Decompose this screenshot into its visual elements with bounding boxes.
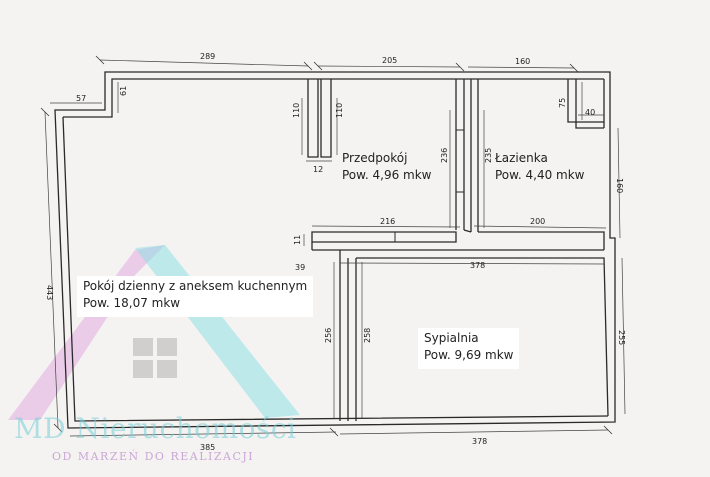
dim-bottom-right: 378 xyxy=(472,437,487,446)
room-name: Łazienka xyxy=(495,151,548,165)
room-label-living: Pokój dzienny z aneksem kuchennym Pow. 1… xyxy=(77,276,314,317)
dim-mid-left: 216 xyxy=(380,217,395,226)
dim-bottom-left: 385 xyxy=(200,443,215,452)
middle-walls xyxy=(311,229,605,251)
dim-bath-step-w: 40 xyxy=(585,108,595,117)
dim-stub1: 110 xyxy=(292,103,301,118)
dim-right-upper: 160 xyxy=(615,178,624,193)
logo-window-1 xyxy=(133,338,153,356)
dimension-labels: 289 205 160 57 61 443 110 110 12 236 235… xyxy=(45,52,626,452)
dim-nook-w: 57 xyxy=(76,94,86,103)
logo-window-3 xyxy=(133,360,153,378)
room-area: Pow. 18,07 mkw xyxy=(83,296,181,310)
bathroom-step xyxy=(567,79,604,129)
room-name: Pokój dzienny z aneksem kuchennym xyxy=(83,279,308,293)
logo-teal-roof xyxy=(135,245,300,418)
dim-hall-h: 236 xyxy=(440,148,449,163)
room-label-bath: Łazienka Pow. 4,40 mkw xyxy=(495,150,584,184)
brand-name: MD Nieruchomości xyxy=(14,412,297,445)
room-name: Sypialnia xyxy=(424,331,479,345)
dim-top-mid: 205 xyxy=(382,56,397,65)
room-area: Pow. 4,40 mkw xyxy=(495,168,585,182)
room-label-hall: Przedpokój Pow. 4,96 mkw xyxy=(342,150,431,184)
dim-left-inner: 256 xyxy=(324,328,333,343)
logo-window-4 xyxy=(157,360,177,378)
dim-top-left: 289 xyxy=(200,52,215,61)
dim-mid-right: 200 xyxy=(530,217,545,226)
bedroom-walls xyxy=(339,250,609,421)
brand-tagline: OD MARZEŃ DO REALIZACJI xyxy=(52,450,255,463)
wall-stubs xyxy=(307,79,332,158)
dim-small-39: 39 xyxy=(295,263,305,272)
dim-stub2: 110 xyxy=(335,103,344,118)
dim-top-right: 160 xyxy=(515,57,530,66)
dim-left-h: 443 xyxy=(45,285,54,300)
dim-bed-left: 258 xyxy=(363,328,372,343)
logo-window-2 xyxy=(157,338,177,356)
outer-walls xyxy=(54,71,616,429)
dim-bath-h: 235 xyxy=(484,148,493,163)
dimension-lines xyxy=(40,55,626,437)
dim-bath-step-h: 75 xyxy=(558,98,567,108)
room-area: Pow. 9,69 mkw xyxy=(424,348,514,362)
dim-nook-h: 61 xyxy=(119,86,128,96)
dim-small-11: 11 xyxy=(293,235,302,245)
logo-pink-roof xyxy=(8,245,165,420)
partition-walls xyxy=(455,79,479,232)
room-label-bed: Sypialnia Pow. 9,69 mkw xyxy=(418,328,520,369)
dim-bed-right: 255 xyxy=(617,330,626,345)
dim-bed-top: 378 xyxy=(470,261,485,270)
room-name: Przedpokój xyxy=(342,151,408,165)
room-area: Pow. 4,96 mkw xyxy=(342,168,432,182)
dim-stub-gap: 12 xyxy=(313,165,323,174)
